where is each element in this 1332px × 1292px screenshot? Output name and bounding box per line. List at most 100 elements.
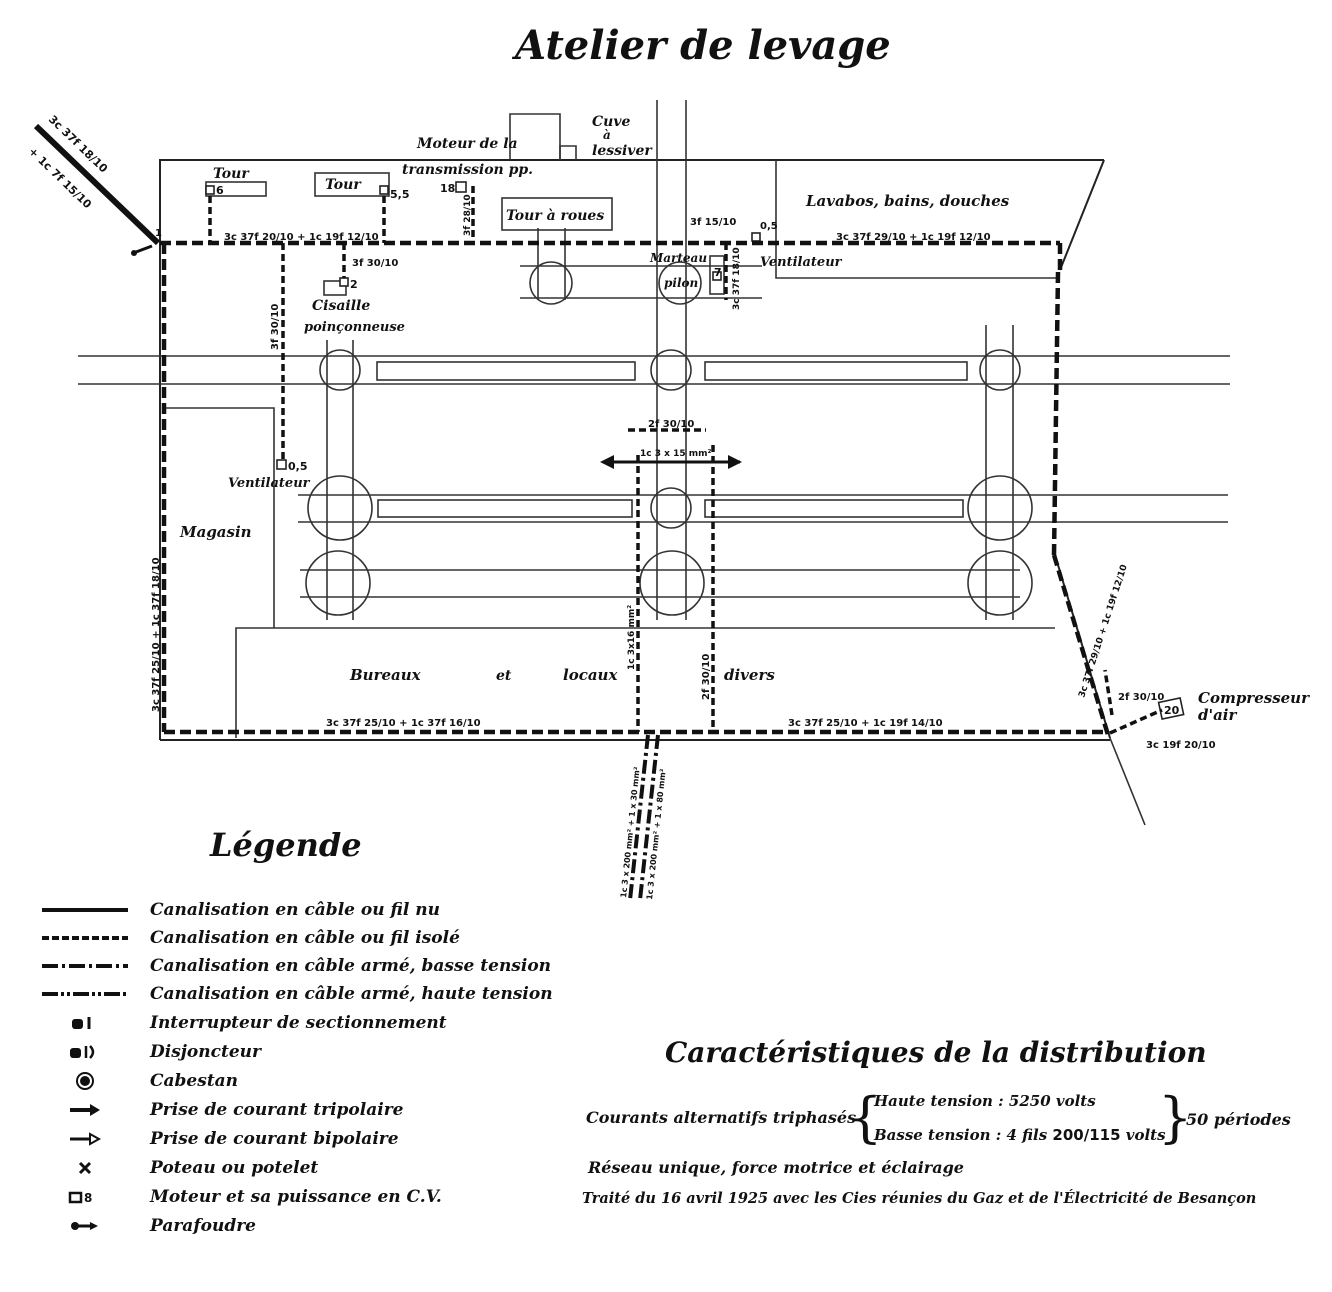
- motor-power: 6: [216, 184, 224, 197]
- cable-label: 3c 37f 25/10 + 1c 37f 16/10: [326, 718, 481, 729]
- turntable: [307, 475, 373, 541]
- tripolar-socket-icon: [30, 1103, 140, 1117]
- cable-label: 3c 37f 25/10 + 1c 19f 14/10: [788, 718, 943, 729]
- cisaille-machine: [323, 280, 347, 296]
- turntable: [319, 349, 361, 391]
- treaty: Traité du 16 avril 1925 avec les Cies ré…: [582, 1190, 1257, 1207]
- turntable: [639, 550, 705, 616]
- cable-label: 3c 19f 20/10: [1146, 740, 1216, 751]
- room-label: à: [603, 128, 611, 142]
- tripolar-socket-icon: [600, 455, 742, 469]
- cable-label: 2f 30/10: [1118, 692, 1164, 703]
- room-label: Cuve: [592, 114, 630, 130]
- cable-label: 3c 37f 20/10 + 1c 19f 12/10: [224, 232, 379, 243]
- room-label: pilon: [664, 276, 698, 290]
- motor-power: 2: [350, 278, 358, 291]
- turntable: [967, 550, 1033, 616]
- cable-label: 3c 37f 29/10 + 1c 19f 12/10: [1077, 564, 1129, 699]
- motors: [205, 181, 1185, 721]
- characteristics-title: Caractéristiques de la distribution: [665, 1036, 1207, 1069]
- left-brace: {: [848, 1086, 883, 1149]
- cable-label: 1c 3 x 15 mm²: [640, 449, 711, 459]
- motor-icon: [276, 459, 287, 470]
- dashed-line-icon: [30, 934, 140, 942]
- room-label: Tour à roues: [506, 208, 604, 224]
- room-label: Ventilateur: [760, 255, 843, 270]
- low-tension: Basse tension : 4 fils 200/115 volts: [874, 1126, 1166, 1144]
- pole-icon: [30, 1160, 140, 1176]
- cable-label: 3f 28/10: [463, 194, 473, 236]
- cable-label: 1c 3x16 mm²: [627, 605, 637, 670]
- bipolar-socket-icon: [30, 1132, 140, 1146]
- high-tension-cables: [628, 734, 660, 901]
- low-tension-suffix: volts: [1125, 1126, 1166, 1144]
- turntables: [305, 261, 1033, 616]
- current-type: Courants alternatifs triphasés: [586, 1108, 857, 1127]
- turntable: [979, 349, 1021, 391]
- crane-rails: [78, 100, 1230, 620]
- room-label: poinçonneuse: [304, 320, 405, 335]
- capstan-icon: [30, 1071, 140, 1091]
- tour-2-machine: [314, 172, 390, 197]
- motor-icon: [455, 181, 467, 193]
- motor-power: 20: [1164, 704, 1180, 717]
- incoming-cable: [33, 123, 161, 246]
- right-brace: }: [1158, 1086, 1193, 1149]
- solid-line-icon: [30, 906, 140, 914]
- legend-item: Prise de courant tripolaire: [30, 1096, 403, 1124]
- cable-label: 3f 30/10: [352, 258, 398, 269]
- legend-item: Cabestan: [30, 1067, 238, 1095]
- plan-labels: Tour Tour Moteur de la transmission pp. …: [26, 113, 1310, 900]
- cable-label: 1c 3 x 200 mm² + 1 x 80 mm²: [645, 768, 668, 900]
- room-label: transmission pp.: [402, 162, 533, 178]
- room-label: lessiver: [592, 143, 653, 159]
- motor-power: 7: [714, 266, 722, 279]
- lightning-arrester-icon: [131, 244, 153, 256]
- turntable: [529, 261, 573, 305]
- cable-label: 3c 37f 29/10 + 1c 19f 12/10: [836, 232, 991, 243]
- room-label: Marteau: [649, 251, 707, 265]
- room-label: Compresseur: [1198, 689, 1310, 707]
- room-label: Bureaux: [349, 666, 422, 684]
- room-label: locaux: [563, 666, 618, 684]
- breaker-icon: [30, 1044, 140, 1060]
- page-title: Atelier de levage: [515, 22, 891, 69]
- legend-item: Poteau ou potelet: [30, 1154, 318, 1182]
- motor-power: 0,5: [288, 460, 308, 473]
- room-label: Tour: [325, 177, 362, 193]
- room-label: d'air: [1198, 706, 1237, 724]
- cable-label: 2f 30/10: [701, 654, 712, 700]
- room-label: Lavabos, bains, douches: [805, 192, 1010, 210]
- dash-dot-line-icon: [30, 962, 140, 970]
- room-label: Cisaille: [312, 298, 370, 314]
- cable-label: 2f 30/10: [648, 419, 694, 430]
- legend-item: Disjoncteur: [30, 1038, 261, 1066]
- turntable: [305, 550, 371, 616]
- motor-icon: 8: [30, 1189, 140, 1205]
- low-tension-prefix: Basse tension : 4 fils: [874, 1126, 1048, 1144]
- motor-icon: [379, 185, 389, 195]
- motor-icon: [339, 277, 349, 287]
- legend-item: Canalisation en câble armé, basse tensio…: [30, 952, 551, 980]
- pits: [376, 361, 968, 518]
- low-tension-value: 200/115: [1052, 1126, 1121, 1144]
- room-label: Ventilateur: [228, 476, 311, 491]
- legend-item: Canalisation en câble armé, haute tensio…: [30, 980, 553, 1008]
- lightning-arrester-icon: [30, 1220, 140, 1232]
- room-label: divers: [724, 666, 775, 684]
- turntable: [658, 261, 702, 305]
- tour-a-roues-machine: [501, 197, 613, 231]
- node-number: 1: [155, 228, 162, 239]
- switch-icon: [30, 1015, 140, 1031]
- motor-icon: [751, 232, 761, 242]
- room-label: Tour: [213, 166, 250, 182]
- legend-item: Canalisation en câble ou fil nu: [30, 896, 440, 924]
- cable-label: 3f 30/10: [270, 304, 281, 350]
- insulated-cable-network: [160, 186, 1163, 736]
- building-walls: [159, 113, 1146, 826]
- motor-icon: [205, 185, 215, 195]
- motor-power: 5,5: [390, 188, 410, 201]
- tour-1-machine: [205, 181, 267, 197]
- frequency: 50 périodes: [1186, 1110, 1291, 1129]
